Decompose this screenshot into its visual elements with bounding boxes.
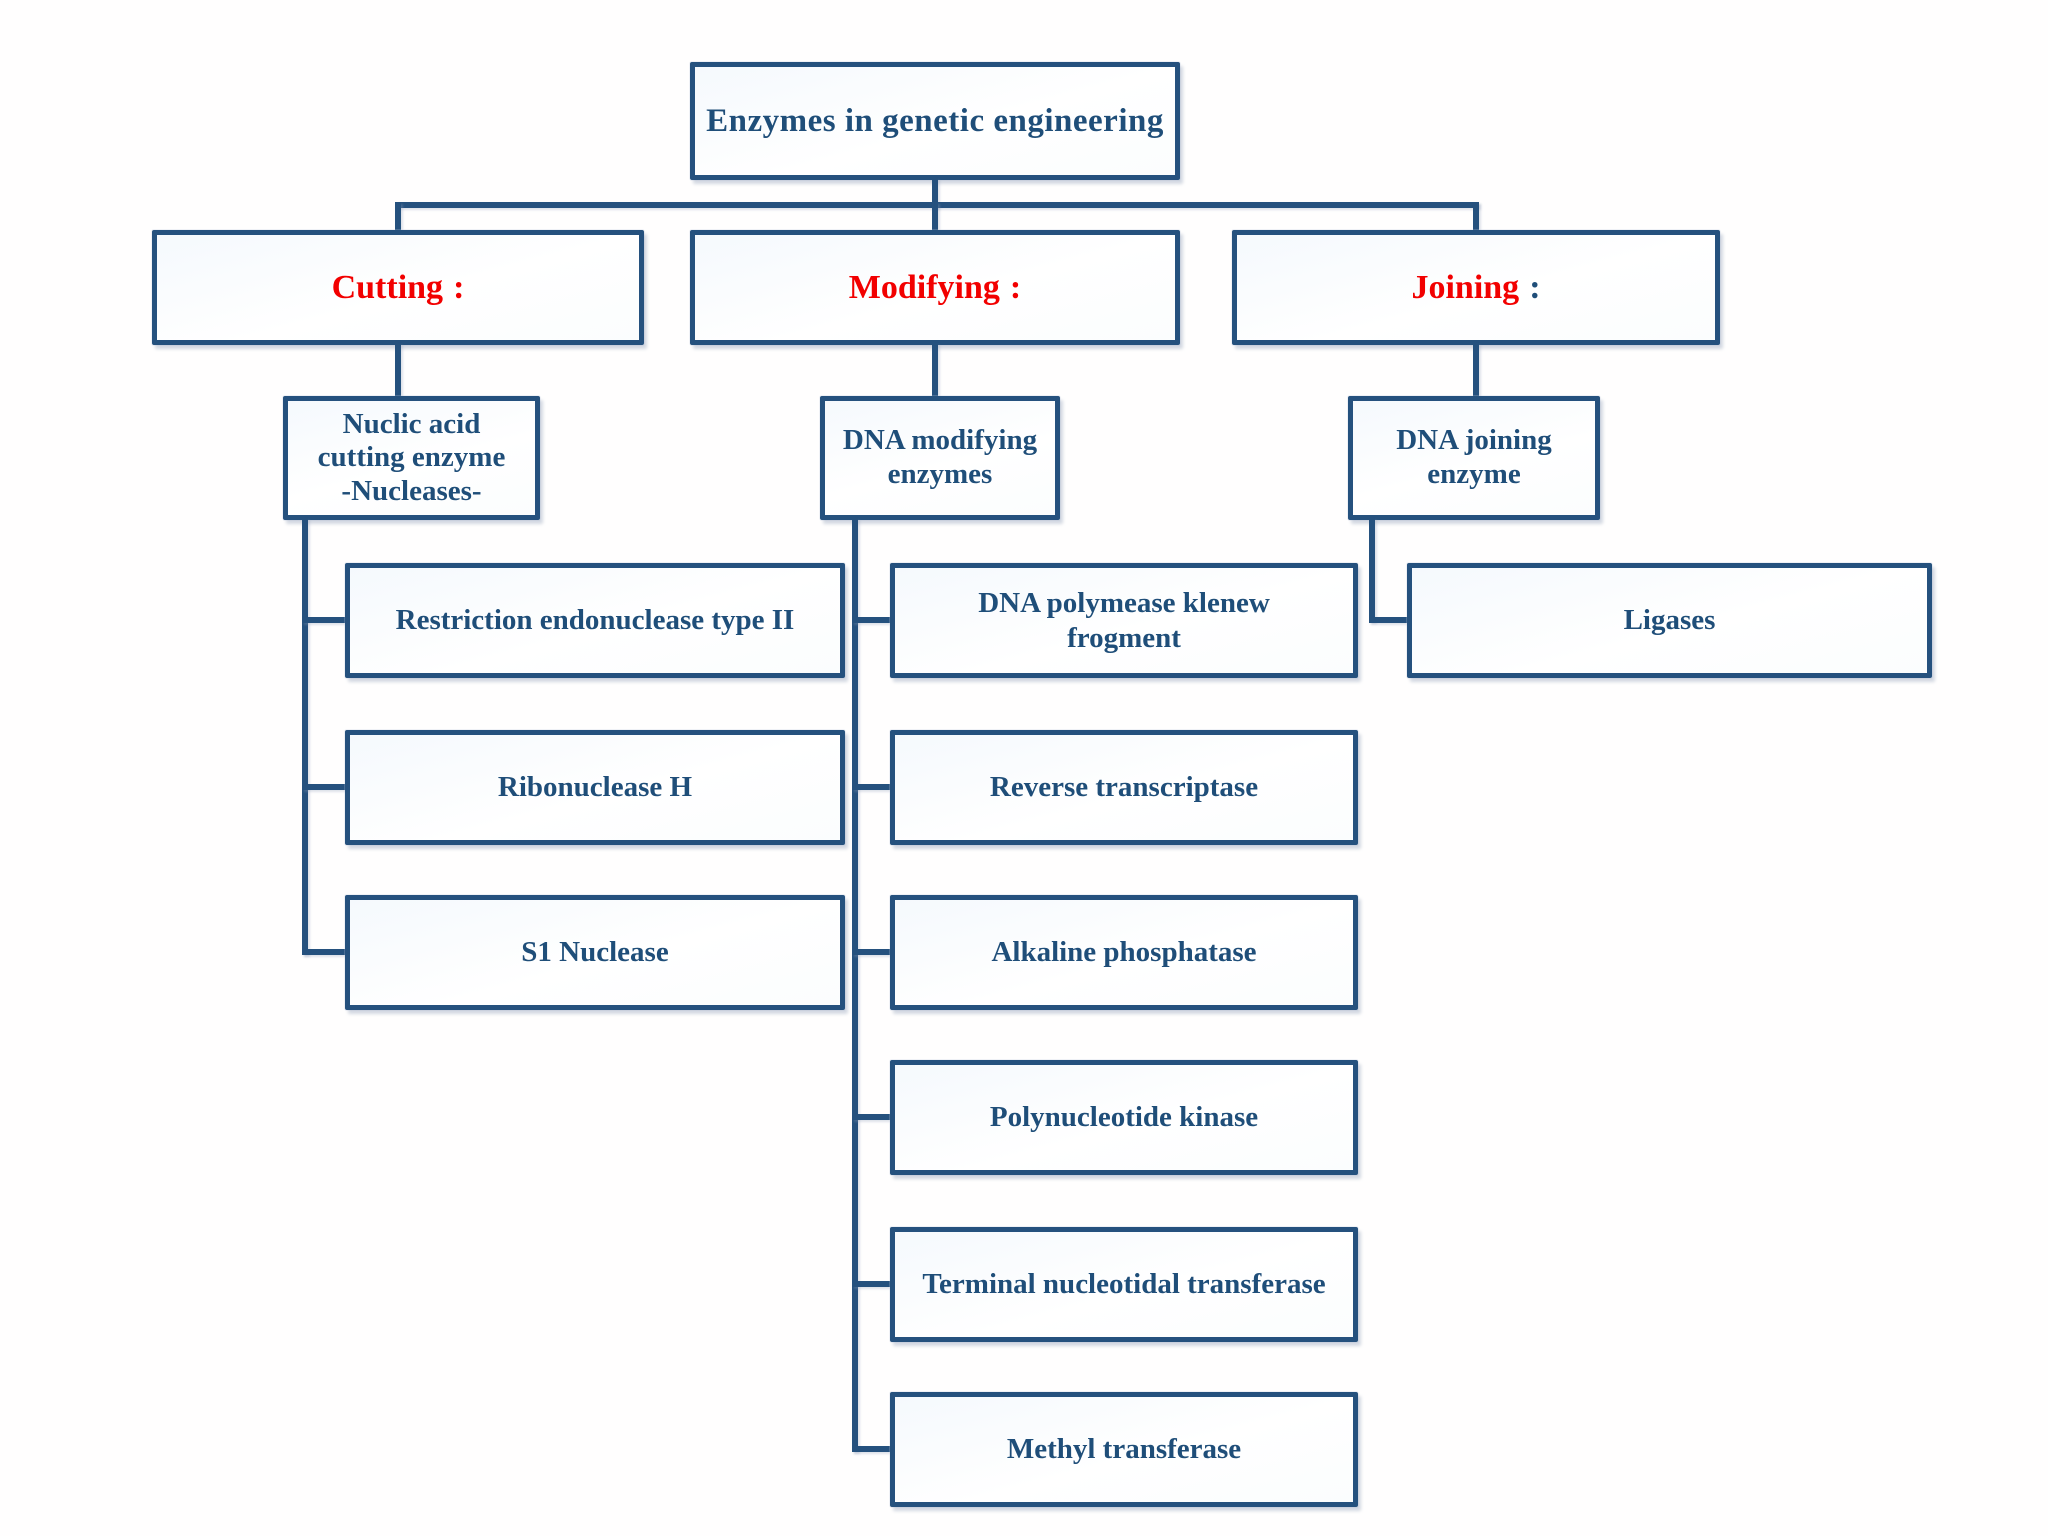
node-leaf-restriction-endonuclease-type-ii: Restriction endonuclease type II xyxy=(345,563,845,678)
connector-joining-trunk xyxy=(1369,518,1375,622)
group-label-line: cutting enzyme xyxy=(317,441,506,474)
leaf-label-line: frogment xyxy=(1067,621,1181,654)
category-modifying-colon: : xyxy=(1009,268,1022,306)
node-category-modifying: Modifying: xyxy=(690,230,1180,345)
group-label-line: enzymes xyxy=(887,458,993,490)
category-cutting-label: Cutting xyxy=(331,268,444,306)
leaf-label-line: Reverse transcriptase xyxy=(989,771,1259,804)
connector-modifying-tick-6 xyxy=(852,1446,896,1452)
category-joining-colon: : xyxy=(1529,268,1541,306)
connector-cutting-to-group xyxy=(395,343,401,399)
connector-joining-drop xyxy=(1473,202,1479,234)
group-label-line: Nuclic acid xyxy=(342,407,481,440)
category-modifying-label: Modifying xyxy=(848,268,1000,306)
connector-joining-tick-1 xyxy=(1369,617,1413,623)
leaf-label-line: Restriction endonuclease type II xyxy=(395,604,795,637)
connector-modifying-tick-2 xyxy=(852,784,896,790)
category-cutting-colon: : xyxy=(453,268,465,306)
group-label-line: -Nucleases- xyxy=(341,474,482,507)
node-enzymes-title: Enzymes in genetic engineering xyxy=(690,62,1180,180)
connector-cutting-tick-3 xyxy=(302,949,350,955)
connector-cutting-drop xyxy=(395,202,401,234)
connector-cutting-trunk xyxy=(302,518,308,955)
leaf-label-line: Terminal nucleotidal transferase xyxy=(922,1268,1326,1301)
node-leaf-dna-polymease-klenew-frogment: DNA polymease klenew frogment xyxy=(890,563,1358,678)
connector-modifying-trunk xyxy=(852,518,858,1452)
connector-modifying-tick-4 xyxy=(852,1114,896,1120)
node-group-dna-joining-enzyme: DNA joining enzyme xyxy=(1348,396,1600,520)
leaf-label-line: Polynucleotide kinase xyxy=(989,1101,1259,1134)
connector-modifying-tick-1 xyxy=(852,617,896,623)
category-label-wrap: Modifying: xyxy=(849,269,1021,307)
connector-joining-to-group xyxy=(1473,343,1479,399)
connector-root-drop xyxy=(932,178,938,208)
node-leaf-methyl-transferase: Methyl transferase xyxy=(890,1392,1358,1507)
leaf-label-line: Ligases xyxy=(1623,604,1716,637)
root-title-label: Enzymes in genetic engineering xyxy=(706,102,1164,139)
node-leaf-polynucleotide-kinase: Polynucleotide kinase xyxy=(890,1060,1358,1175)
group-label-line: DNA modifying xyxy=(842,424,1038,457)
category-label-wrap: Cutting: xyxy=(332,269,465,307)
group-label-line: enzyme xyxy=(1427,458,1521,490)
connector-modifying-tick-5 xyxy=(852,1281,896,1287)
leaf-label-line: Methyl transferase xyxy=(1006,1433,1242,1466)
node-leaf-terminal-nucleotidal-transferase: Terminal nucleotidal transferase xyxy=(890,1227,1358,1342)
connector-modifying-to-group xyxy=(932,343,938,399)
connector-cutting-tick-2 xyxy=(302,784,350,790)
leaf-label-line: Alkaline phosphatase xyxy=(991,936,1257,969)
node-leaf-alkaline-phosphatase: Alkaline phosphatase xyxy=(890,895,1358,1010)
leaf-label-line: Ribonuclease H xyxy=(497,771,693,804)
node-leaf-reverse-transcriptase: Reverse transcriptase xyxy=(890,730,1358,845)
category-joining-label: Joining xyxy=(1411,268,1520,306)
group-label-line: DNA joining xyxy=(1396,424,1552,457)
connector-cutting-tick-1 xyxy=(302,617,350,623)
node-category-cutting: Cutting: xyxy=(152,230,644,345)
connector-modifying-drop xyxy=(932,202,938,234)
category-label-wrap: Joining: xyxy=(1411,269,1540,307)
node-leaf-ribonuclease-h: Ribonuclease H xyxy=(345,730,845,845)
node-category-joining: Joining: xyxy=(1232,230,1720,345)
node-group-dna-modifying-enzymes: DNA modifying enzymes xyxy=(820,396,1060,520)
leaf-label-line: S1 Nuclease xyxy=(521,936,669,969)
leaf-label-line: DNA polymease klenew xyxy=(978,586,1270,619)
connector-modifying-tick-3 xyxy=(852,949,896,955)
node-group-nucleases: Nuclic acid cutting enzyme -Nucleases- xyxy=(283,396,540,520)
node-leaf-ligases: Ligases xyxy=(1407,563,1932,678)
node-leaf-s1-nuclease: S1 Nuclease xyxy=(345,895,845,1010)
